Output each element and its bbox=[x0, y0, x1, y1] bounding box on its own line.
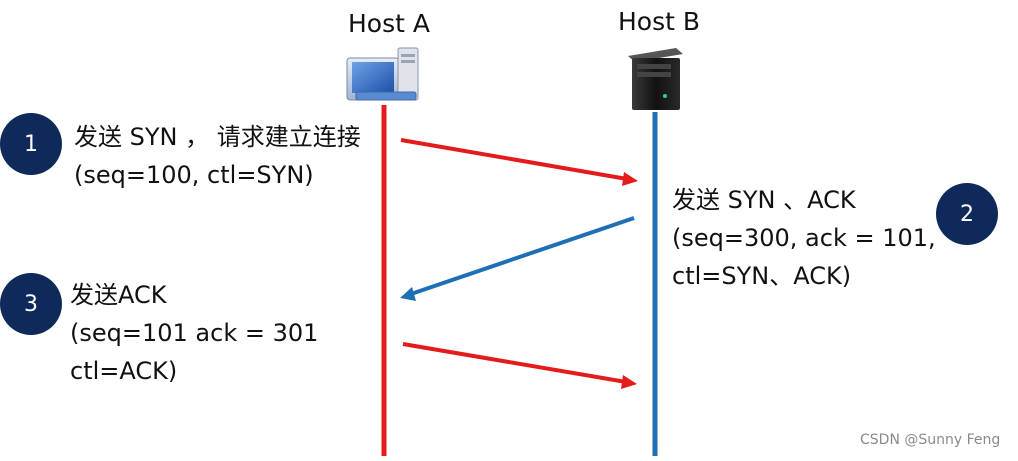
message-line: 发送 SYN 、ACK bbox=[672, 186, 856, 214]
step-3-message: 发送ACK (seq=101 ack = 301 ctl=ACK) bbox=[70, 276, 318, 390]
step-2-badge: 2 bbox=[936, 183, 998, 245]
desktop-computer-icon bbox=[346, 47, 419, 101]
arrow-syn bbox=[400, 138, 638, 186]
step-3-badge: 3 bbox=[0, 273, 62, 335]
message-line: (seq=100, ctl=SYN) bbox=[74, 161, 314, 189]
message-line: (seq=300, ack = 101, bbox=[672, 224, 936, 252]
arrow-ack bbox=[402, 342, 637, 389]
message-line: (seq=101 ack = 301 bbox=[70, 319, 319, 347]
message-line: 发送 SYN ， 请求建立连接 bbox=[74, 123, 361, 151]
arrow-syn-ack bbox=[400, 216, 635, 301]
host-b-label: Host B bbox=[618, 7, 701, 36]
host-a-label: Host A bbox=[348, 9, 430, 38]
message-line: 发送ACK bbox=[70, 281, 167, 309]
step-number: 3 bbox=[24, 291, 38, 317]
step-number: 1 bbox=[24, 131, 38, 157]
step-1-message: 发送 SYN ， 请求建立连接 (seq=100, ctl=SYN) bbox=[74, 118, 361, 194]
step-2-message: 发送 SYN 、ACK (seq=300, ack = 101, ctl=SYN… bbox=[672, 181, 936, 295]
watermark: CSDN @Sunny Feng bbox=[860, 432, 1001, 448]
step-number: 2 bbox=[960, 201, 974, 227]
server-tower-icon bbox=[628, 48, 683, 110]
step-1-badge: 1 bbox=[0, 113, 62, 175]
message-line: ctl=SYN、ACK) bbox=[672, 262, 852, 290]
message-line: ctl=ACK) bbox=[70, 357, 178, 385]
